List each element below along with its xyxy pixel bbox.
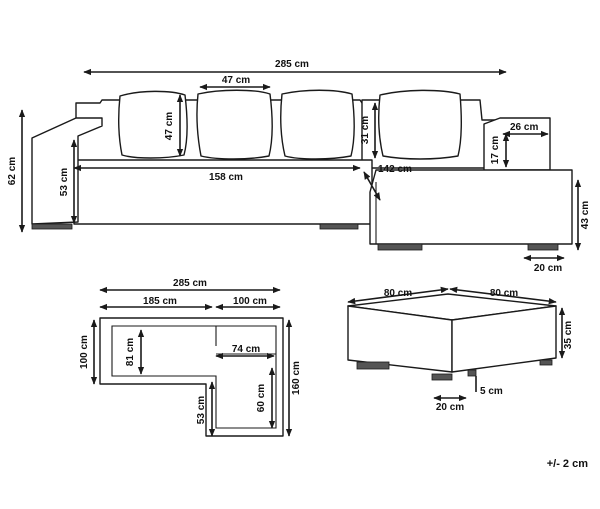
label-chaise-back: 31 cm: [360, 116, 371, 144]
sofa-front-view: 285 cm 47 cm 47 cm 158 cm 53 cm 62 cm 31…: [7, 59, 591, 274]
plan-view: 285 cm 185 cm 100 cm 100 cm 81 cm 74 cm …: [79, 278, 302, 437]
label-cushion-width: 47 cm: [222, 75, 250, 86]
label-ottoman-leg-height: 5 cm: [480, 386, 503, 397]
label-plan-left: 185 cm: [143, 296, 177, 307]
cushion-3: [280, 89, 355, 160]
ottoman-right-face: [451, 305, 557, 373]
label-ottoman-height: 35 cm: [563, 321, 574, 349]
sofa-foot: [377, 243, 423, 251]
label-plan-chaise-width: 53 cm: [196, 396, 207, 424]
label-ottoman-depth: 80 cm: [490, 288, 518, 299]
sofa-foot: [319, 223, 359, 230]
label-plan-total: 285 cm: [173, 278, 207, 289]
label-overall-height: 62 cm: [7, 157, 18, 185]
label-arm-height: 17 cm: [490, 136, 501, 164]
sofa-seat: [73, 159, 373, 225]
label-total-width: 285 cm: [275, 59, 309, 70]
label-seat-height: 53 cm: [59, 168, 70, 196]
ottoman-foot: [539, 359, 553, 366]
label-plan-chaise-seat: 74 cm: [232, 344, 260, 355]
label-plan-seat-depth: 81 cm: [125, 338, 136, 366]
plan-outline: [99, 317, 284, 437]
label-seat-width: 158 cm: [209, 172, 243, 183]
ottoman-foot: [467, 369, 477, 377]
dim-ottoman-width: [347, 286, 449, 305]
label-ottoman-width: 80 cm: [384, 288, 412, 299]
label-plan-chaise-length: 160 cm: [291, 361, 302, 395]
ottoman-foot: [356, 361, 390, 370]
sofa-chaise: [369, 169, 573, 245]
label-cushion-height: 47 cm: [164, 112, 175, 140]
label-plan-right: 100 cm: [233, 296, 267, 307]
label-chaise-height: 43 cm: [580, 201, 591, 229]
dim-chaise-depth: [363, 171, 381, 201]
label-leg-width: 20 cm: [534, 263, 562, 274]
cushion-1: [117, 90, 188, 159]
label-plan-chaise-seat-length: 60 cm: [256, 384, 267, 412]
cushion-2: [196, 89, 273, 160]
sofa-foot: [527, 243, 559, 251]
plan-inner: [111, 325, 277, 429]
cushion-4: [378, 89, 463, 160]
tolerance-note: +/- 2 cm: [547, 458, 588, 470]
label-plan-depth: 100 cm: [79, 335, 90, 369]
ottoman-foot: [431, 373, 453, 381]
label-chaise-depth: 142 cm: [378, 164, 412, 175]
label-arm-width: 26 cm: [510, 122, 538, 133]
sofa-foot: [31, 223, 73, 230]
dim-ottoman-depth: [449, 286, 557, 305]
ottoman-view: 80 cm 80 cm 35 cm 5 cm 20 cm: [347, 286, 574, 413]
label-ottoman-leg-width: 20 cm: [436, 402, 464, 413]
